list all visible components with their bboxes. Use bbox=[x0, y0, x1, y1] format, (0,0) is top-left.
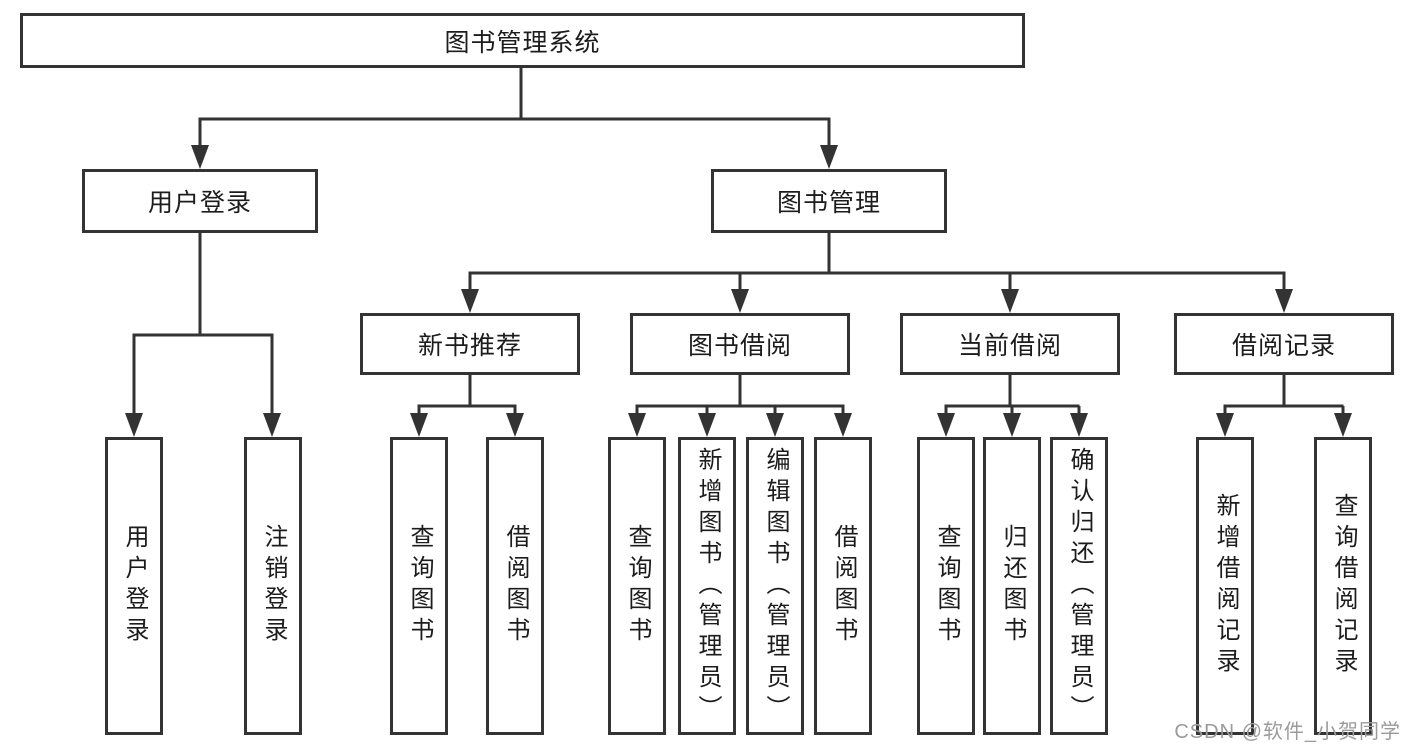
node-borrowing-records: 借阅记录 bbox=[1174, 313, 1394, 375]
arrowhead-icon bbox=[766, 413, 784, 437]
arrowhead-icon bbox=[1070, 413, 1088, 437]
node-label: 图书管理 bbox=[776, 189, 881, 217]
arrowhead-icon bbox=[937, 413, 955, 437]
arrowhead-icon bbox=[698, 413, 716, 437]
arrowhead-icon bbox=[731, 289, 749, 313]
arrowhead-icon bbox=[628, 413, 646, 437]
node-user-login: 用户登录 bbox=[82, 169, 318, 233]
node-library-management-system: 图书管理系统 bbox=[20, 13, 1025, 68]
node-label: 图书管理系统 bbox=[444, 28, 601, 57]
arrowhead-icon bbox=[820, 145, 838, 169]
leaf-bb-edit-books-admin: 编辑图书（管理员） bbox=[746, 437, 804, 735]
leaf-label: 编辑图书（管理员） bbox=[762, 446, 789, 726]
arrowhead-icon bbox=[506, 413, 524, 437]
arrowhead-icon bbox=[263, 413, 281, 437]
node-book-borrowing: 图书借阅 bbox=[630, 313, 850, 375]
leaf-cb-return-books: 归还图书 bbox=[983, 437, 1041, 735]
arrowhead-icon bbox=[1216, 413, 1234, 437]
node-new-book-recommendation: 新书推荐 bbox=[360, 313, 580, 375]
arrowhead-icon bbox=[1001, 289, 1019, 313]
leaf-br-add-record: 新增借阅记录 bbox=[1196, 437, 1254, 735]
leaf-label: 确认归还（管理员） bbox=[1066, 446, 1093, 726]
node-book-management: 图书管理 bbox=[711, 169, 947, 233]
node-label: 借阅记录 bbox=[1231, 332, 1336, 360]
leaf-cb-query-books: 查询图书 bbox=[917, 437, 975, 735]
leaf-label: 查询图书 bbox=[624, 524, 651, 648]
leaf-label: 借阅图书 bbox=[830, 524, 857, 648]
leaf-nbr-borrow-books: 借阅图书 bbox=[486, 437, 544, 735]
arrowhead-icon bbox=[1275, 289, 1293, 313]
leaf-user-login: 用户登录 bbox=[105, 437, 163, 735]
arrowhead-icon bbox=[410, 413, 428, 437]
node-label: 新书推荐 bbox=[417, 332, 522, 360]
leaf-bb-borrow-books: 借阅图书 bbox=[814, 437, 872, 735]
node-label: 当前借阅 bbox=[957, 332, 1062, 360]
node-current-borrowing: 当前借阅 bbox=[900, 313, 1120, 375]
leaf-label: 新增图书（管理员） bbox=[694, 446, 721, 726]
arrowhead-icon bbox=[125, 413, 143, 437]
arrowhead-icon bbox=[1003, 413, 1021, 437]
leaf-label: 注销登录 bbox=[260, 524, 287, 648]
arrowhead-icon bbox=[1334, 413, 1352, 437]
leaf-label: 查询图书 bbox=[406, 524, 433, 648]
leaf-br-query-record: 查询借阅记录 bbox=[1314, 437, 1372, 735]
node-label: 图书借阅 bbox=[687, 332, 792, 360]
leaf-label: 归还图书 bbox=[999, 524, 1026, 648]
leaf-cb-confirm-return-admin: 确认归还（管理员） bbox=[1050, 437, 1108, 735]
leaf-label: 新增借阅记录 bbox=[1212, 493, 1239, 679]
arrowhead-icon bbox=[191, 145, 209, 169]
leaf-label: 借阅图书 bbox=[502, 524, 529, 648]
arrowhead-icon bbox=[834, 413, 852, 437]
arrowhead-icon bbox=[461, 289, 479, 313]
leaf-label: 用户登录 bbox=[121, 524, 148, 648]
node-label: 用户登录 bbox=[147, 189, 252, 217]
leaf-nbr-query-books: 查询图书 bbox=[390, 437, 448, 735]
leaf-label: 查询借阅记录 bbox=[1330, 493, 1357, 679]
leaf-bb-query-books: 查询图书 bbox=[608, 437, 666, 735]
leaf-label: 查询图书 bbox=[933, 524, 960, 648]
leaf-logout: 注销登录 bbox=[244, 437, 302, 735]
leaf-bb-add-books-admin: 新增图书（管理员） bbox=[678, 437, 736, 735]
csdn-watermark: CSDN @软件_小贺同学 bbox=[1174, 721, 1401, 743]
